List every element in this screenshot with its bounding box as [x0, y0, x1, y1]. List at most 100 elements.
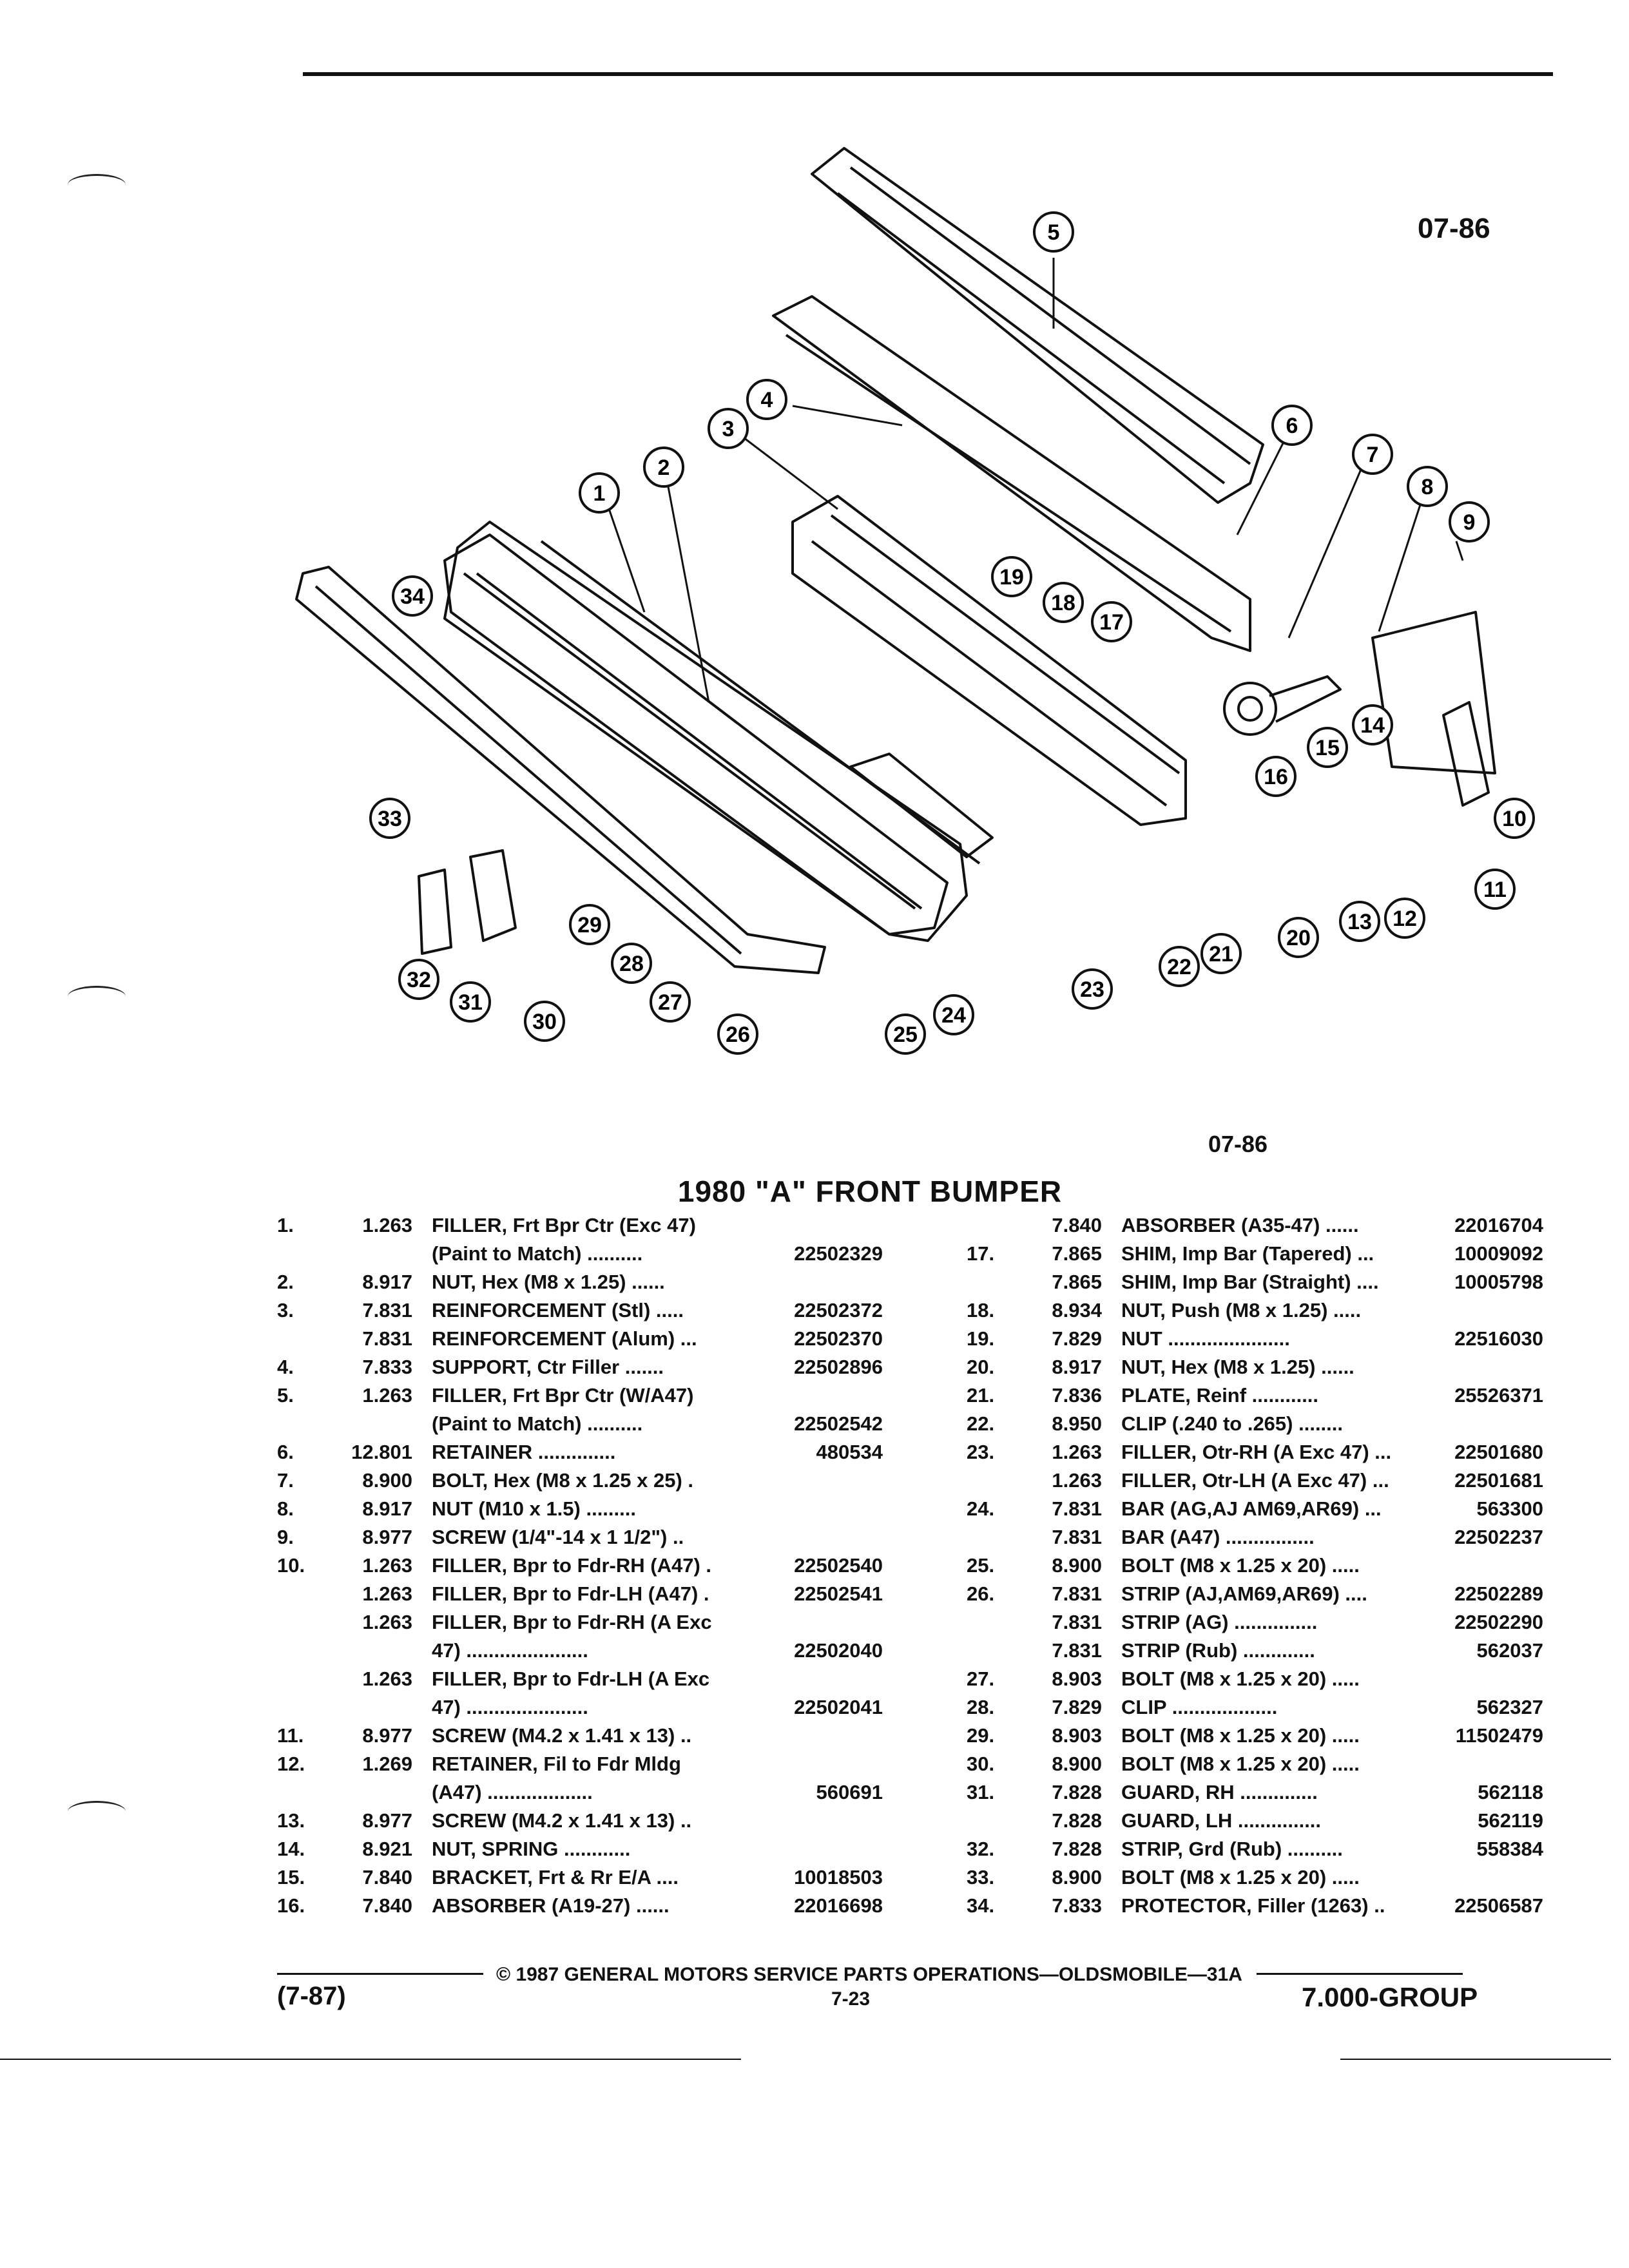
callout-label: 14	[1360, 713, 1385, 738]
part-name: RETAINER	[432, 1441, 533, 1463]
group-code: 1.263	[362, 1554, 412, 1577]
part-detail: ...................	[1171, 1696, 1278, 1718]
callout-label: 28	[619, 952, 644, 976]
part-number: 22016698	[794, 1894, 883, 1917]
callout-label: 21	[1209, 942, 1233, 966]
part-detail: Filler (1263) ..	[1257, 1894, 1385, 1917]
part-number-index: 32.	[967, 1838, 995, 1860]
part-description: NUT, Push (M8 x 1.25) .....	[1121, 1296, 1361, 1325]
part-number-index: 5.	[277, 1384, 294, 1407]
part-number-index: 21.	[967, 1384, 995, 1407]
part-description: NUT (M10 x 1.5) .........	[432, 1495, 636, 1523]
part-detail: Frt & Rr E/A ....	[538, 1866, 679, 1888]
margin-mark	[68, 1801, 126, 1822]
callout-19: 19	[991, 556, 1032, 597]
callout-27: 27	[650, 981, 691, 1023]
part-detail: Hex (M8 x 1.25 x 25) .	[493, 1469, 694, 1492]
part-number-index: 20.	[967, 1356, 995, 1378]
part-number: 10005798	[1454, 1271, 1543, 1293]
part-description: NUT, Hex (M8 x 1.25) ......	[432, 1268, 665, 1296]
part-detail: Push (M8 x 1.25) .....	[1171, 1299, 1362, 1321]
callout-32: 32	[398, 959, 439, 1000]
part-description: BAR (AG,AJ AM69,AR69) ...	[1121, 1495, 1382, 1523]
part-name: SCREW	[432, 1809, 506, 1832]
group-code: 7.840	[1052, 1214, 1102, 1236]
group-code: 1.269	[362, 1753, 412, 1775]
part-description: RETAINER ..............	[432, 1438, 615, 1466]
part-number-index: 9.	[277, 1526, 294, 1548]
part-name: BOLT	[1121, 1753, 1175, 1775]
part-detail: (.240 to .265) ........	[1171, 1412, 1344, 1435]
group-code: 1.263	[362, 1611, 412, 1633]
callout-10: 10	[1494, 798, 1535, 839]
part-description: FILLER, Bpr to Fdr-RH (A Exc	[432, 1608, 712, 1637]
parts-row: 22502040 47) ......................	[277, 1637, 883, 1665]
part-description: SHIM, Imp Bar (Straight) ....	[1121, 1268, 1379, 1296]
group-code: 7.831	[1052, 1582, 1102, 1605]
group-code: 8.917	[362, 1271, 412, 1293]
parts-row: 22502041 47) ......................	[277, 1693, 883, 1722]
callout-label: 13	[1347, 910, 1372, 934]
callout-label: 25	[893, 1023, 918, 1047]
part-name: NUT,	[432, 1838, 476, 1860]
part-number: 22502372	[794, 1299, 883, 1321]
part-description: 47) ......................	[432, 1637, 588, 1665]
part-number-index: 22.	[967, 1412, 995, 1435]
part-description: SHIM, Imp Bar (Tapered) ...	[1121, 1240, 1374, 1268]
part-detail: (AJ,AM69,AR69) ....	[1185, 1582, 1367, 1605]
callout-label: 6	[1286, 414, 1298, 438]
part-number-index: 30.	[967, 1753, 995, 1775]
part-description: BOLT (M8 x 1.25 x 20) .....	[1121, 1665, 1360, 1693]
part-number-index: 34.	[967, 1894, 995, 1917]
group-code: 7.865	[1052, 1271, 1102, 1293]
callout-label: 32	[407, 968, 431, 992]
part-detail: Frt Bpr Ctr (Exc 47)	[512, 1214, 696, 1236]
part-description: FILLER, Bpr to Fdr-LH (A47) .	[432, 1580, 709, 1608]
part-name: NUT,	[432, 1271, 476, 1293]
part-number-index: 25.	[967, 1554, 995, 1577]
bracket-assembly-shape	[1223, 611, 1496, 807]
callout-3: 3	[708, 408, 749, 449]
callout-label: 16	[1264, 765, 1288, 789]
parts-row: 7.865 10005798 SHIM, Imp Bar (Straight) ..…	[967, 1268, 1543, 1296]
callout-label: 26	[726, 1023, 750, 1047]
part-number: 22502896	[794, 1356, 883, 1378]
part-number-index: 7.	[277, 1469, 294, 1492]
part-number: 10009092	[1454, 1242, 1543, 1265]
callout-17: 17	[1091, 601, 1132, 642]
part-description: SCREW (1/4"-14 x 1 1/2") ..	[432, 1523, 684, 1552]
part-name: SUPPORT,	[432, 1356, 532, 1378]
part-23-filler-shape	[849, 753, 994, 858]
group-code: 7.831	[362, 1327, 412, 1350]
part-name: PLATE,	[1121, 1384, 1191, 1407]
part-description: SCREW (M4.2 x 1.41 x 13) ..	[432, 1722, 691, 1750]
part-name: BOLT	[1121, 1866, 1175, 1888]
callout-7: 7	[1352, 434, 1393, 475]
part-number: 480534	[816, 1441, 883, 1463]
callout-31: 31	[450, 981, 491, 1023]
group-code: 7.831	[1052, 1497, 1102, 1520]
part-name: CLIP	[1121, 1696, 1167, 1718]
group-code: 8.903	[1052, 1724, 1102, 1747]
group-code: 8.900	[362, 1469, 412, 1492]
group-code: 7.840	[362, 1866, 412, 1888]
part-detail: Hex (M8 x 1.25) ......	[481, 1271, 665, 1293]
part-detail: (A19-27) ......	[552, 1894, 670, 1917]
callout-22: 22	[1159, 946, 1200, 987]
part-number-index: 14.	[277, 1838, 305, 1860]
part-description: GUARD, RH ..............	[1121, 1778, 1318, 1807]
part-number: 10018503	[794, 1866, 883, 1888]
part-detail: (A35-47) ......	[1241, 1214, 1359, 1236]
callout-label: 23	[1080, 977, 1104, 1002]
part-detail: (M4.2 x 1.41 x 13) ..	[512, 1809, 692, 1832]
